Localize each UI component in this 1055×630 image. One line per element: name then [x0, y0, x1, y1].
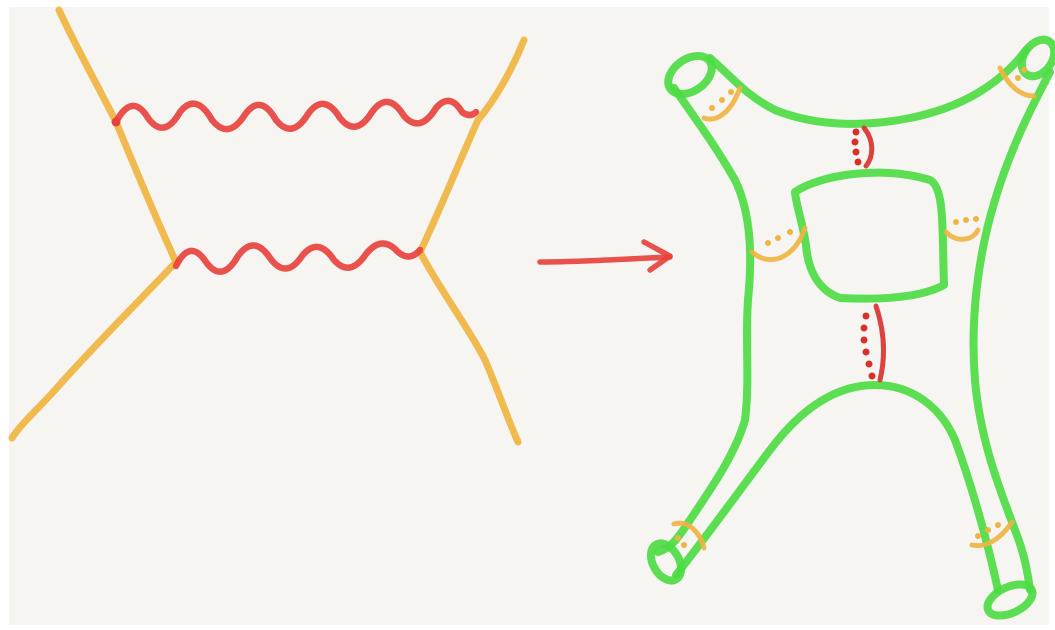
neck-dot [868, 372, 876, 380]
neck-dot [851, 138, 859, 146]
neck-dot [852, 128, 860, 136]
boundary-seam-top-left [701, 85, 743, 122]
tube-opening-bottom-left [646, 539, 686, 585]
boundary-dot [728, 89, 734, 95]
fermion-line-top-right [416, 36, 528, 256]
boundary-dot [709, 105, 715, 111]
surface-outline-top [706, 46, 1030, 128]
neck-dot [852, 148, 860, 156]
neck-dot [860, 336, 868, 344]
neck-dot [860, 324, 868, 332]
photon-line-top [112, 97, 480, 133]
fermion-line-bottom-left [8, 258, 180, 442]
boundary-dot [995, 522, 1001, 528]
boundary-seam-bottom-right [969, 519, 1015, 549]
boundary-dot [675, 535, 681, 541]
neck-dot [854, 158, 862, 166]
photon-line-bottom [172, 240, 424, 275]
worldsheet-surface [646, 35, 1055, 620]
fermion-line-bottom-right [416, 248, 522, 446]
neck-dot [862, 348, 870, 356]
neck-bottom-line [873, 303, 886, 383]
boundary-dot [953, 219, 959, 225]
neck-dot [865, 360, 873, 368]
neck-top-line [861, 125, 875, 169]
arrow-head [641, 239, 673, 273]
neck-dot [862, 312, 870, 320]
boundary-dot [787, 229, 793, 235]
feynman-diagram [8, 6, 528, 446]
boundary-dot [1015, 75, 1021, 81]
boundary-seam-right-loop [943, 227, 981, 242]
surface-outline-right [969, 68, 1054, 594]
boundary-dot [1021, 67, 1027, 73]
boundary-seam-bottom-left [671, 520, 707, 551]
boundary-dot [975, 533, 981, 539]
transition-arrow [537, 239, 673, 273]
boundary-dot [719, 97, 725, 103]
boundary-dot [775, 235, 781, 241]
boundary-seam-top-right [997, 65, 1037, 99]
boundary-seam-left-loop [749, 225, 808, 263]
photon-vertex-dot [111, 117, 121, 127]
inner-loop [791, 168, 948, 303]
fermion-line-top-left [55, 6, 180, 266]
boundary-dot [963, 217, 969, 223]
boundary-dot [973, 216, 979, 222]
arrow-shaft [537, 254, 673, 265]
boundary-dot [985, 527, 991, 533]
surface-outline-bottom [672, 381, 1002, 594]
boundary-dot [765, 240, 771, 246]
boundary-dot [681, 542, 687, 548]
surface-outline-left [654, 84, 755, 556]
